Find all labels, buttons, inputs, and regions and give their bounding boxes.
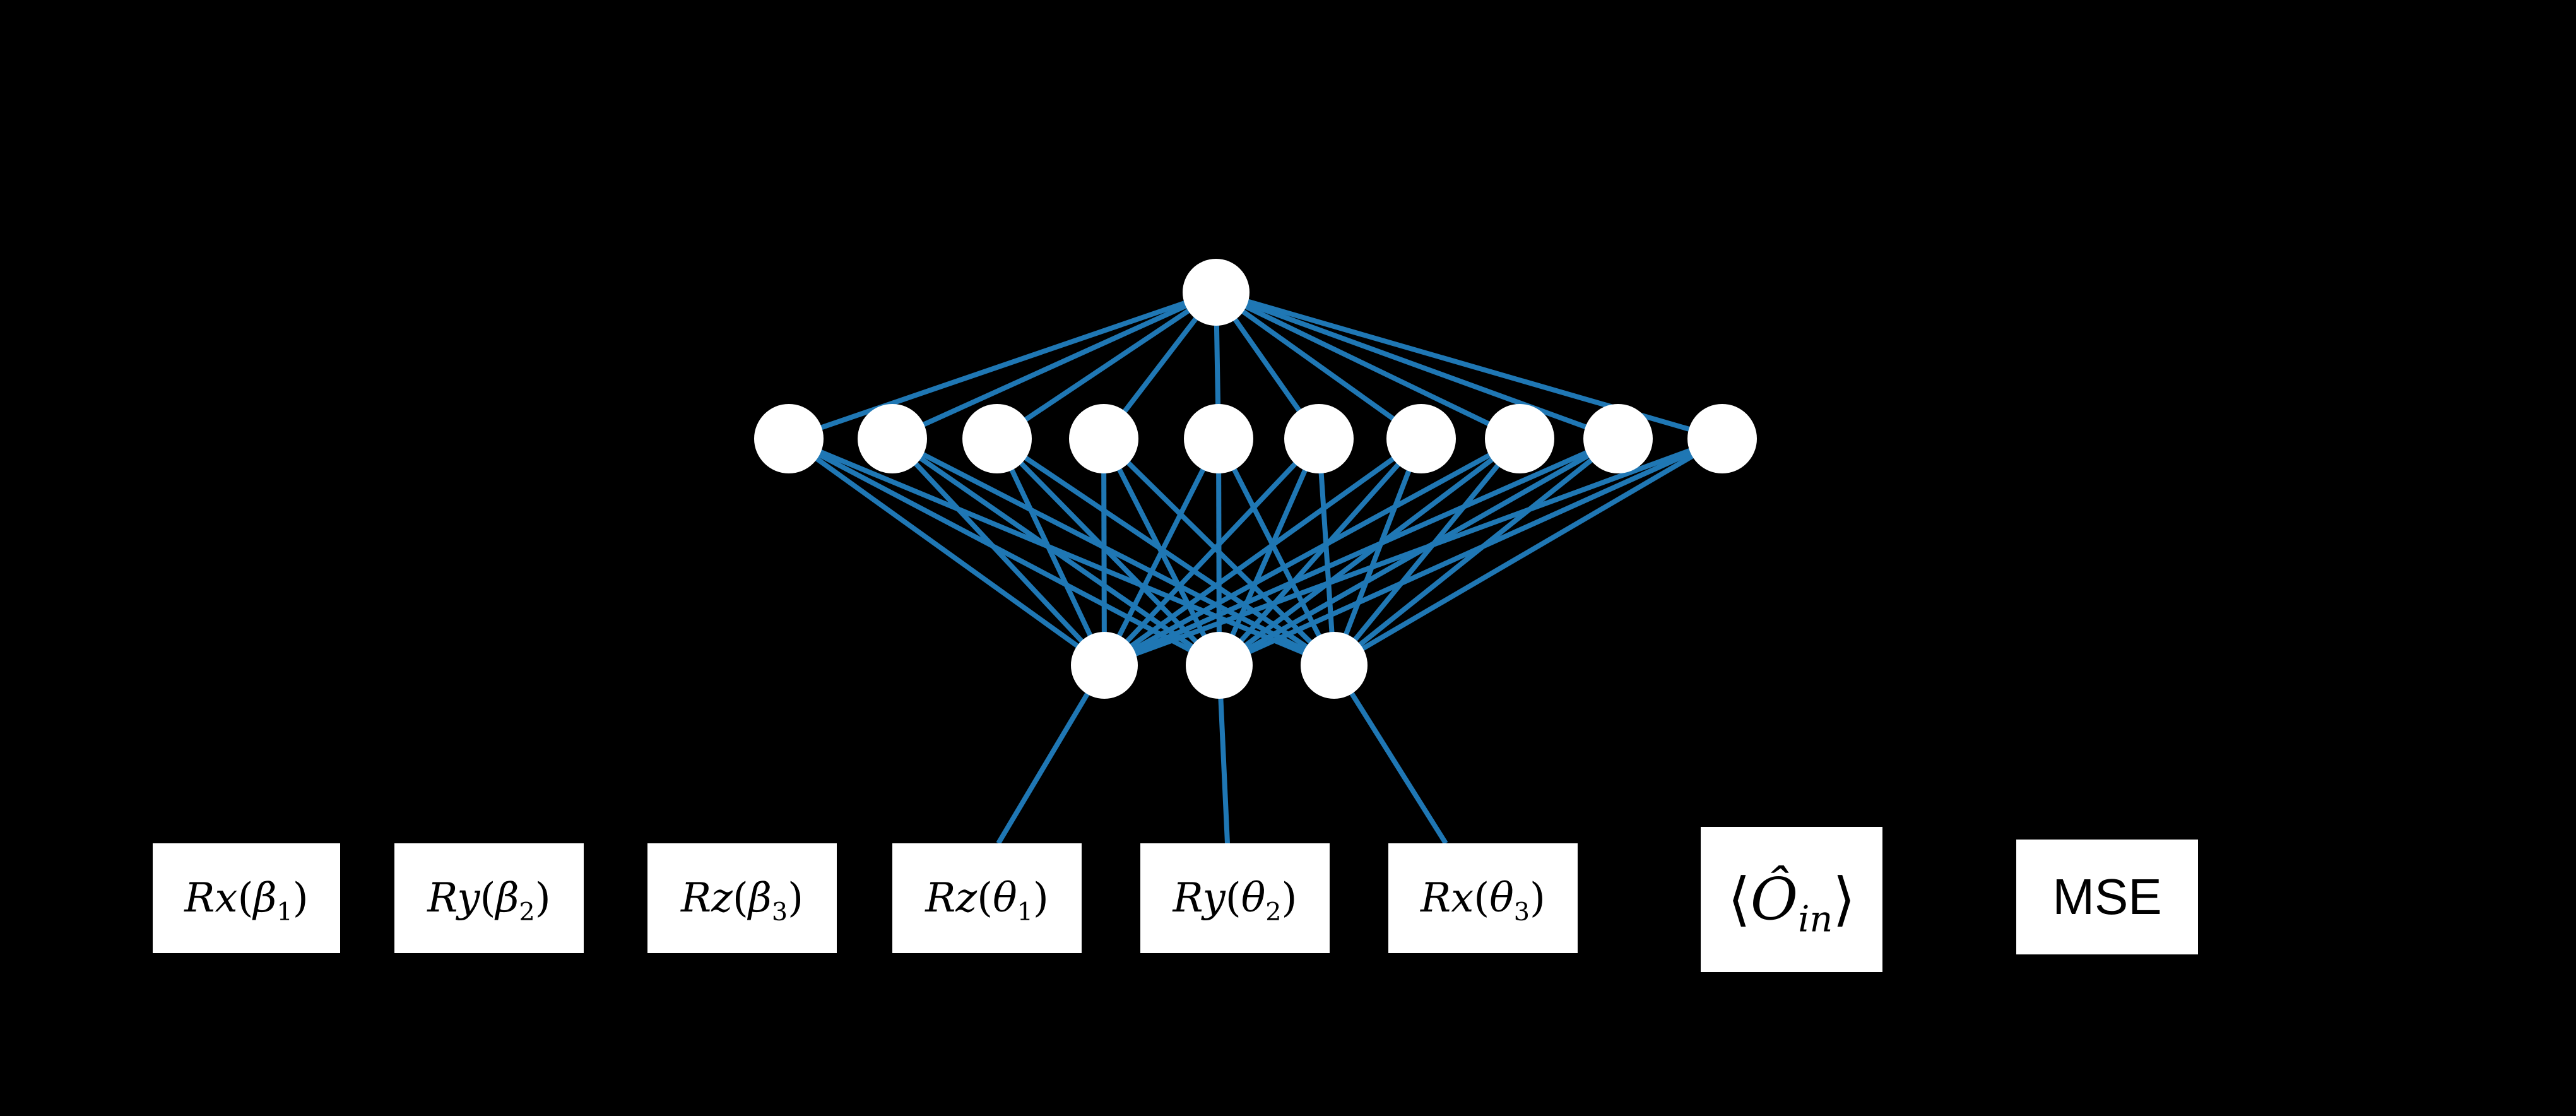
gate-ry-beta2: Ry(β2) — [394, 843, 584, 953]
expectation-box-label: ⟨Ôin⟩ — [1727, 865, 1856, 941]
hidden-layer-node — [1386, 404, 1456, 473]
edge — [788, 436, 1335, 668]
edge — [1102, 437, 1321, 667]
mse-box-label: MSE — [2052, 869, 2162, 925]
edge — [1102, 437, 1221, 667]
edge — [1316, 438, 1337, 666]
edge — [890, 436, 1221, 668]
gate-rx-beta1: Rx(β1) — [153, 843, 340, 953]
edge — [1214, 290, 1423, 441]
input-layer-node — [1071, 632, 1138, 699]
edge — [890, 437, 1106, 667]
hidden-layer-node — [1284, 404, 1354, 473]
gate-rz-beta3-label: Rz(β3) — [680, 875, 804, 927]
expectation-box: ⟨Ôin⟩ — [1701, 827, 1882, 972]
hidden-layer-node — [1184, 404, 1253, 473]
edge — [1217, 437, 1321, 667]
edge — [1217, 437, 1423, 667]
edge — [891, 436, 1335, 668]
hidden-layer-node — [858, 404, 927, 473]
gate-ry-theta2: Ry(θ2) — [1140, 843, 1330, 953]
gate-rx-theta3-label: Rx(θ3) — [1421, 875, 1545, 927]
edge — [995, 436, 1336, 668]
gate-rx-theta3: Rx(θ3) — [1388, 843, 1578, 953]
edge — [1216, 437, 1337, 667]
input-layer-node — [1301, 632, 1368, 699]
edge — [788, 436, 1220, 668]
edge — [1103, 436, 1723, 668]
gate-rz-theta1-label: Rz(θ1) — [925, 875, 1049, 927]
mse-box: MSE — [2016, 840, 2198, 954]
input-lead-line — [1332, 663, 1448, 845]
edge — [1332, 437, 1522, 667]
edge — [1217, 436, 1521, 668]
gate-ry-theta2-label: Ry(θ2) — [1173, 875, 1297, 927]
edge — [1103, 436, 1521, 668]
edge — [891, 290, 1217, 441]
edge — [1102, 436, 1423, 668]
edge — [1332, 436, 1724, 668]
gate-rx-beta1-label: Rx(β1) — [184, 875, 309, 927]
gate-rz-theta1: Rz(θ1) — [892, 843, 1082, 953]
hidden-layer-node — [962, 404, 1032, 473]
edge — [1103, 436, 1619, 668]
input-lead-line — [996, 663, 1107, 845]
hidden-layer-node — [1069, 404, 1138, 473]
edge — [995, 290, 1218, 441]
edge — [1215, 290, 1619, 441]
edge — [1215, 290, 1521, 441]
edge — [995, 437, 1221, 667]
hidden-layer-node — [754, 404, 824, 473]
gate-ry-beta2-label: Ry(β2) — [427, 875, 551, 927]
edge — [1218, 436, 1723, 668]
hidden-layer-node — [1583, 404, 1653, 473]
edge — [787, 436, 1106, 668]
input-layer-node — [1186, 632, 1253, 699]
hidden-layer-node — [1687, 404, 1757, 473]
edge — [995, 437, 1107, 667]
output-layer-node — [1183, 259, 1250, 326]
edge — [1332, 437, 1424, 667]
edge — [788, 290, 1217, 441]
gate-rz-beta3: Rz(β3) — [647, 843, 837, 953]
hidden-layer-node — [1485, 404, 1554, 473]
